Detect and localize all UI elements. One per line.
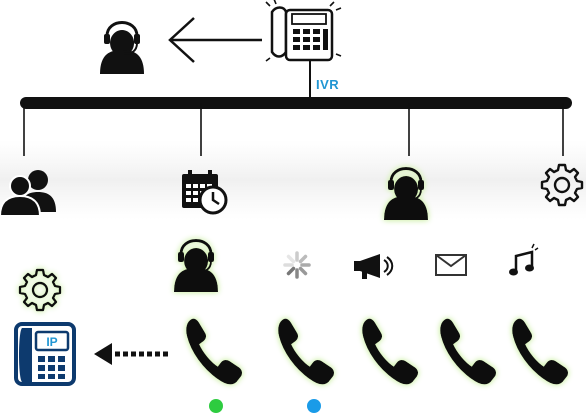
ip-phone-label: IP bbox=[46, 335, 57, 349]
envelope-icon bbox=[435, 254, 467, 276]
music-note-icon bbox=[509, 243, 539, 276]
user-group-icon bbox=[0, 170, 56, 217]
phone-handset-icon[interactable] bbox=[440, 318, 497, 385]
phone-handset-icon[interactable] bbox=[186, 318, 243, 385]
phone-handset-icon[interactable] bbox=[362, 318, 419, 385]
status-dot-green bbox=[209, 399, 223, 413]
megaphone-icon bbox=[354, 254, 394, 279]
phone-handset-icon[interactable] bbox=[278, 318, 335, 385]
calendar-clock-icon bbox=[182, 170, 228, 215]
arrow-left-icon bbox=[168, 17, 262, 63]
desk-phone-icon bbox=[265, 0, 342, 62]
settings-gear-icon bbox=[18, 268, 62, 312]
phone-handset-icon[interactable] bbox=[512, 318, 569, 385]
bus-drops bbox=[23, 103, 564, 156]
status-dot-blue bbox=[307, 399, 321, 413]
loading-spinner-icon bbox=[283, 251, 311, 279]
top-agent-icon bbox=[98, 21, 146, 76]
ivr-label: IVR bbox=[316, 77, 340, 92]
dashed-arrow-left-icon bbox=[94, 343, 168, 365]
feature-agent-icon bbox=[172, 239, 220, 294]
background-band bbox=[0, 140, 586, 220]
ip-phone-icon: IP bbox=[14, 322, 76, 386]
